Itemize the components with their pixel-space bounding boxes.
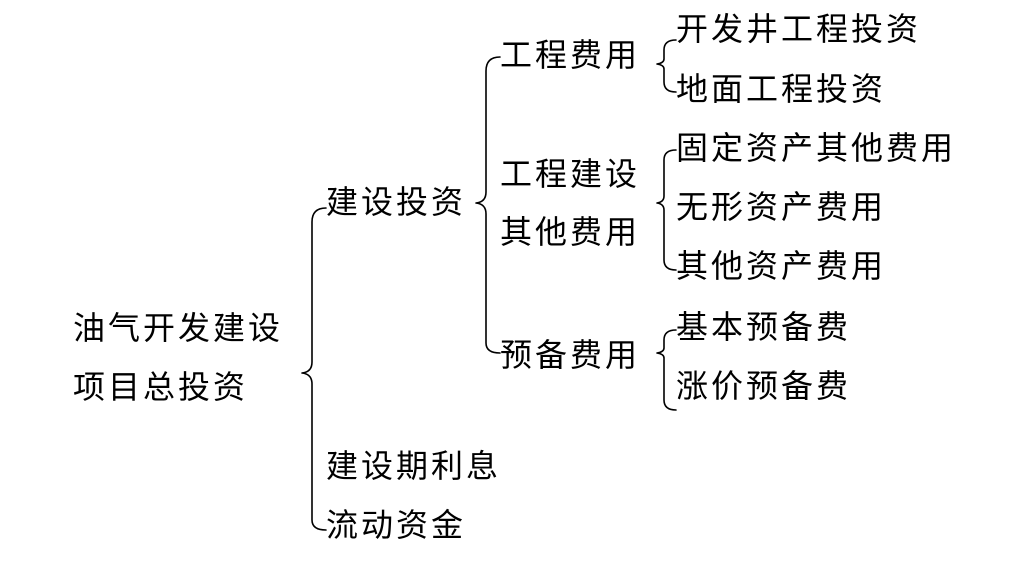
- brace-engineering-cost: [656, 39, 677, 93]
- node-working-capital: 流动资金: [326, 506, 467, 544]
- node-other-cost-line1: 工程建设: [500, 155, 641, 193]
- node-construction-investment: 建设投资: [326, 183, 467, 221]
- leaf-well-engineering: 开发井工程投资: [676, 10, 922, 48]
- node-other-cost-line2: 其他费用: [500, 213, 641, 251]
- node-reserve-cost: 预备费用: [500, 336, 641, 374]
- brace-other-cost: [656, 149, 677, 271]
- leaf-surface-engineering: 地面工程投资: [676, 70, 887, 108]
- leaf-intangible-asset: 无形资产费用: [676, 188, 887, 226]
- brace-construction-investment: [475, 56, 501, 354]
- node-construction-interest: 建设期利息: [326, 447, 502, 485]
- leaf-other-asset: 其他资产费用: [676, 247, 887, 285]
- leaf-price-reserve: 涨价预备费: [676, 367, 852, 405]
- brace-reserve-cost: [656, 329, 677, 411]
- root-label-line2: 项目总投资: [73, 368, 249, 406]
- root-label-line1: 油气开发建设: [73, 309, 284, 347]
- leaf-fixed-asset-other: 固定资产其他费用: [676, 129, 957, 167]
- leaf-basic-reserve: 基本预备费: [676, 308, 852, 346]
- node-engineering-cost: 工程费用: [500, 36, 641, 74]
- brace-root: [301, 207, 327, 531]
